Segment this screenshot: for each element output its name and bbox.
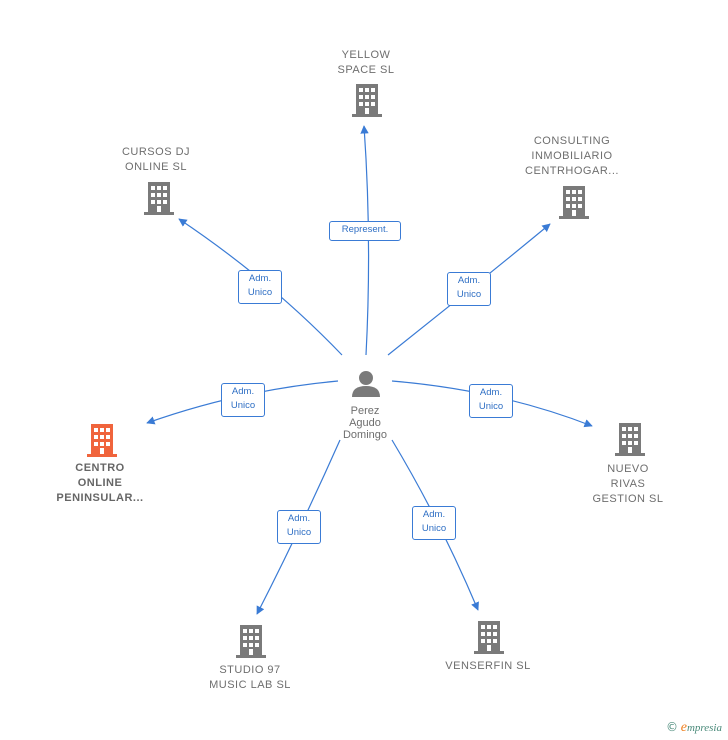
building-icon[interactable] <box>615 423 645 456</box>
copyright-symbol: © <box>665 720 678 734</box>
edge-label-represent: Represent. <box>329 221 401 241</box>
edge-label-consulting: Adm. Unico <box>447 272 491 306</box>
building-icon[interactable] <box>352 84 382 117</box>
brand-logo-initial: e <box>680 720 687 735</box>
person-icon[interactable] <box>352 371 380 397</box>
building-icon[interactable] <box>236 625 266 658</box>
brand-footer: © empresia <box>666 720 722 736</box>
edges <box>146 125 593 615</box>
edge-label-centro: Adm. Unico <box>221 383 265 417</box>
edge-label-venserfin: Adm. Unico <box>412 506 456 540</box>
edge-label-cursos: Adm. Unico <box>238 270 282 304</box>
company-centro-online[interactable]: CENTRO ONLINE PENINSULAR... <box>56 462 144 504</box>
company-nuevo-rivas[interactable]: NUEVO RIVAS GESTION SL <box>592 463 664 505</box>
person-name[interactable]: Perez Agudo Domingo <box>342 405 388 441</box>
company-cursos-dj[interactable]: CURSOS DJ ONLINE SL <box>121 146 191 173</box>
edge-label-studio: Adm. Unico <box>277 510 321 544</box>
building-icon[interactable] <box>559 186 589 219</box>
company-studio-97[interactable]: STUDIO 97 MUSIC LAB SL <box>209 664 291 691</box>
edge-label-nuevo: Adm. Unico <box>469 384 513 418</box>
company-venserfin[interactable]: VENSERFIN SL <box>445 660 531 672</box>
company-yellow-space[interactable]: YELLOW SPACE SL <box>337 49 395 76</box>
building-icon[interactable] <box>474 621 504 654</box>
company-consulting[interactable]: CONSULTING INMOBILIARIO CENTRHOGAR... <box>525 135 619 177</box>
building-icon[interactable] <box>144 182 174 215</box>
brand-logo-text: mpresia <box>686 722 722 734</box>
building-icon[interactable] <box>87 424 117 457</box>
